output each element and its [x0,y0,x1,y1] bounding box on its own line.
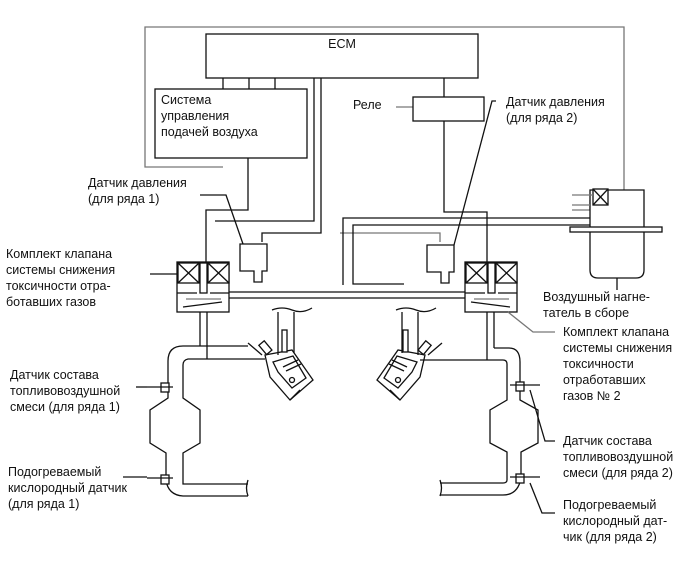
pressure-sensor-1 [200,194,268,283]
relay [396,78,488,262]
air-control-system [154,78,308,159]
o2-sensor-2 [515,473,525,484]
af-sensor-2-label: Датчик состава топливовоздушной смеси (д… [563,434,674,480]
exhaust-bank-1 [123,345,265,497]
pressure-sensor-2-label: Датчик давления (для ряда 2) [506,95,605,125]
af-sensor-1-label: Датчик состава топливовоздушной смеси (д… [10,368,121,414]
relay-label: Реле [353,98,382,112]
outer-wire [144,26,625,190]
pressure-sensor-1-label: Датчик давления (для ряда 1) [88,176,187,206]
ecm-label: ECM [328,37,356,51]
air-control-system-label: Система управления подачей воздуха [161,93,258,139]
o2-sensor-1-label: Подогреваемый кислородный датчик (для ря… [8,465,128,511]
exhaust-bank-2 [420,347,555,514]
valve-1 [150,261,510,359]
o2-sensor-1 [160,474,170,485]
air-pump-label: Воздушный нагне- татель в сборе [543,290,650,320]
valve-2 [464,261,555,360]
air-pump [569,188,663,290]
o2-sensor-2-label: Подогреваемый кислородный дат- чик (для … [563,498,668,544]
valve-1-label: Комплект клапана системы снижения токсич… [6,247,116,309]
pressure-sensor-2 [426,100,496,284]
ecm-box [205,33,479,79]
engine-bank-1 [247,307,314,401]
engine-bank-2 [376,307,443,401]
af-sensor-2 [515,381,525,392]
valve-2-label: Комплект клапана системы снижения токсич… [563,325,673,403]
